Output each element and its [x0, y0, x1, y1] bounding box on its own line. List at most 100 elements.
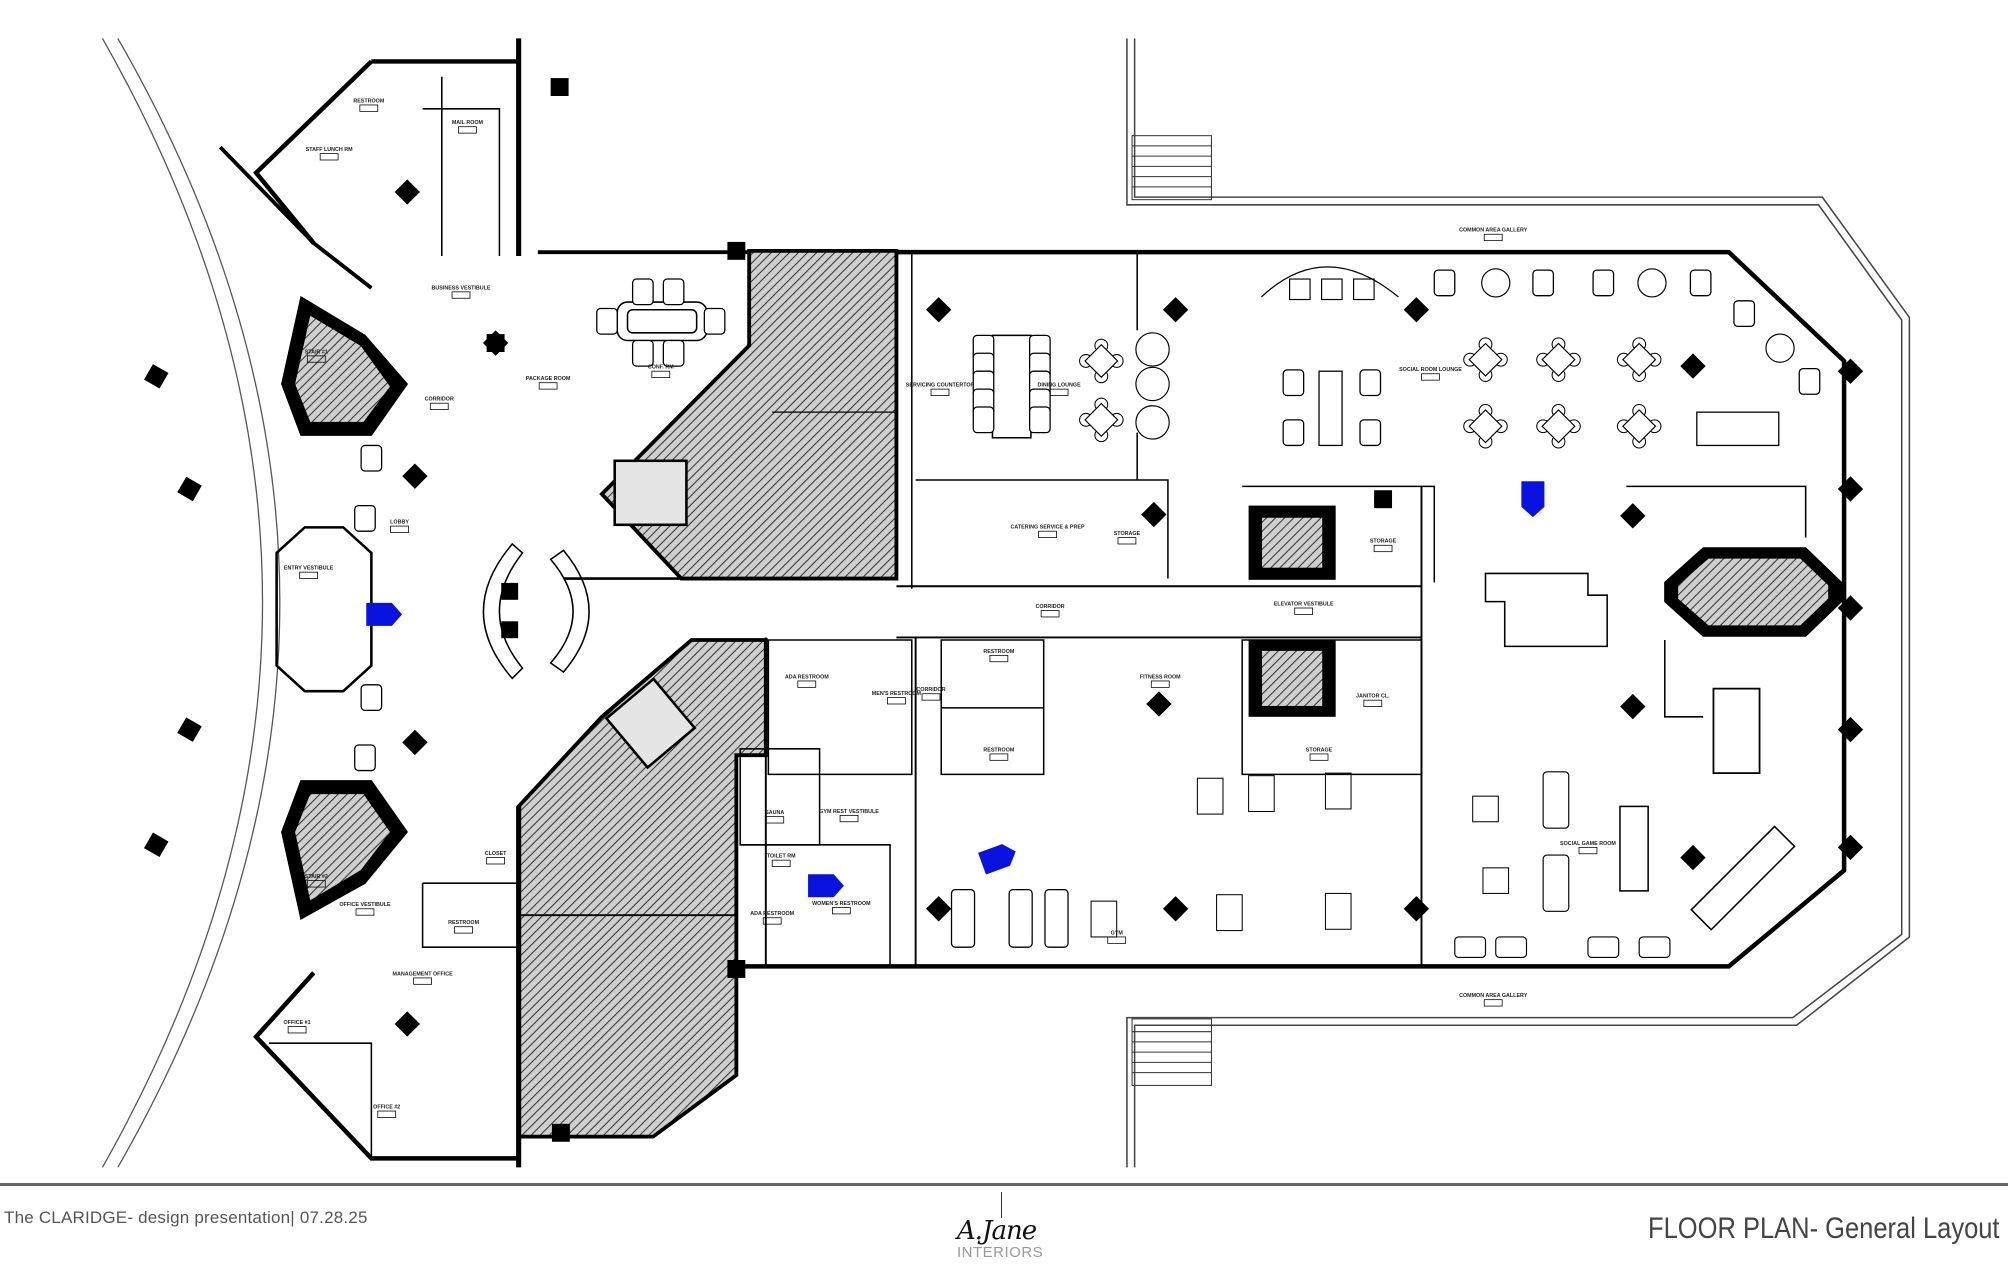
- cafe-table-set: [1079, 338, 1124, 384]
- view-marker-icon: [978, 844, 1016, 875]
- long-table: [1696, 411, 1780, 447]
- lounge-chair: [1359, 369, 1382, 397]
- hatched-shafts: [516, 248, 899, 1139]
- round-table: [1135, 405, 1170, 440]
- room-label: STAIR #2: [305, 874, 328, 880]
- column: [926, 896, 952, 922]
- room-label: STORAGE: [1370, 539, 1397, 545]
- footer-divider: [0, 1183, 2008, 1186]
- lounge-chair: [1733, 300, 1756, 328]
- project-title: The CLARIDGE- design presentation| 07.28…: [4, 1208, 368, 1227]
- room-number-tag: [306, 880, 326, 888]
- room-label: CORRIDOR: [1036, 604, 1065, 610]
- gym-equipment: [1324, 892, 1352, 930]
- view-markers: [366, 481, 1545, 898]
- elevators: [1248, 505, 1336, 717]
- gym-equipment: [1216, 894, 1243, 932]
- room-number-tag: [413, 977, 432, 985]
- view-marker-icon: [1521, 481, 1545, 518]
- lounge-chair: [703, 307, 726, 335]
- column: [1680, 844, 1706, 871]
- column: [1620, 503, 1646, 529]
- column: [1620, 693, 1646, 720]
- room-number-tag: [1294, 607, 1314, 615]
- column: [1141, 501, 1167, 528]
- room-number-tag: [930, 388, 950, 396]
- room-label: STAIR #1: [305, 349, 328, 355]
- room-label: SAUNA: [765, 810, 784, 816]
- room-number-tag: [1483, 233, 1503, 242]
- column: [1403, 896, 1430, 922]
- room-number-tag: [299, 571, 318, 579]
- gym-equipment: [1196, 777, 1224, 815]
- structural-column: [727, 241, 746, 260]
- lounge-chair: [631, 339, 654, 367]
- bar-stool: [1321, 278, 1343, 301]
- room-number-tag: [1040, 610, 1060, 618]
- lounge-chair: [354, 504, 376, 532]
- room-label: MANAGEMENT OFFICE: [393, 971, 454, 977]
- room-number-tag: [1107, 936, 1127, 944]
- room-number-tag: [1038, 530, 1057, 538]
- entry-vestibule-outline: [275, 526, 373, 693]
- structural-column: [551, 1123, 570, 1142]
- bar-stool: [1289, 278, 1311, 301]
- round-table: [1481, 268, 1511, 298]
- logo-mark: [1001, 1192, 1002, 1218]
- reception-desk: [482, 542, 590, 680]
- room-label: ADA RESTROOM: [750, 911, 794, 917]
- room-label: CLOSET: [485, 851, 507, 857]
- exterior-pier: [143, 364, 169, 389]
- room-number-tag: [429, 402, 449, 410]
- column: [926, 297, 952, 323]
- sofa: [1542, 854, 1570, 912]
- view-marker-icon: [366, 602, 403, 626]
- exterior-pier: [550, 78, 569, 96]
- column: [1837, 358, 1864, 384]
- treadmill: [950, 888, 976, 948]
- exterior-pier: [143, 832, 169, 858]
- room-number-tag: [765, 816, 785, 824]
- structural-column: [727, 960, 746, 978]
- lounge-chair: [1592, 269, 1615, 297]
- room-number-tag: [1150, 680, 1170, 688]
- room-label: COMMON AREA GALLERY: [1459, 993, 1528, 999]
- room-number-tag: [359, 104, 379, 112]
- curved-sofa: [1260, 266, 1399, 298]
- room-label: STORAGE: [1114, 531, 1141, 537]
- room-label: ELEVATOR VESTIBULE: [1274, 601, 1334, 607]
- structural-column: [486, 334, 505, 352]
- stairs: [281, 295, 1843, 921]
- round-table: [1135, 366, 1170, 402]
- room-label: MAIL ROOM: [452, 120, 484, 126]
- site-curve: [101, 38, 281, 1168]
- column: [1162, 297, 1189, 323]
- room-label: ENTRY VESTIBULE: [284, 566, 334, 572]
- room-label: FITNESS ROOM: [1140, 674, 1181, 680]
- room-number-tag: [1117, 537, 1137, 545]
- lounge-chair: [1587, 936, 1620, 959]
- room-label: CORRIDOR: [916, 687, 945, 693]
- cafe-table-set: [1536, 337, 1581, 382]
- sofa: [1542, 771, 1570, 829]
- room-number-tag: [887, 697, 906, 705]
- social-bar: [1484, 572, 1608, 648]
- lounge-chair: [596, 307, 618, 335]
- lounge-chair: [354, 744, 376, 772]
- lounge-chair: [972, 406, 995, 434]
- view-marker-icon: [808, 874, 844, 898]
- room-number-tag: [762, 917, 782, 925]
- logo-subtitle: INTERIORS: [957, 1244, 1044, 1261]
- column: [1837, 595, 1864, 621]
- cafe-table-set: [1079, 397, 1124, 443]
- column: [1162, 896, 1189, 922]
- room-number-tag: [1578, 846, 1598, 855]
- bar-stool: [1353, 278, 1375, 301]
- round-table: [1637, 268, 1667, 298]
- column: [1837, 716, 1864, 743]
- room-number-tag: [306, 355, 326, 363]
- cafe-table-set: [1463, 337, 1508, 382]
- lounge-chair: [1798, 368, 1821, 395]
- lounge-chair: [360, 444, 383, 472]
- round-table: [1765, 333, 1795, 363]
